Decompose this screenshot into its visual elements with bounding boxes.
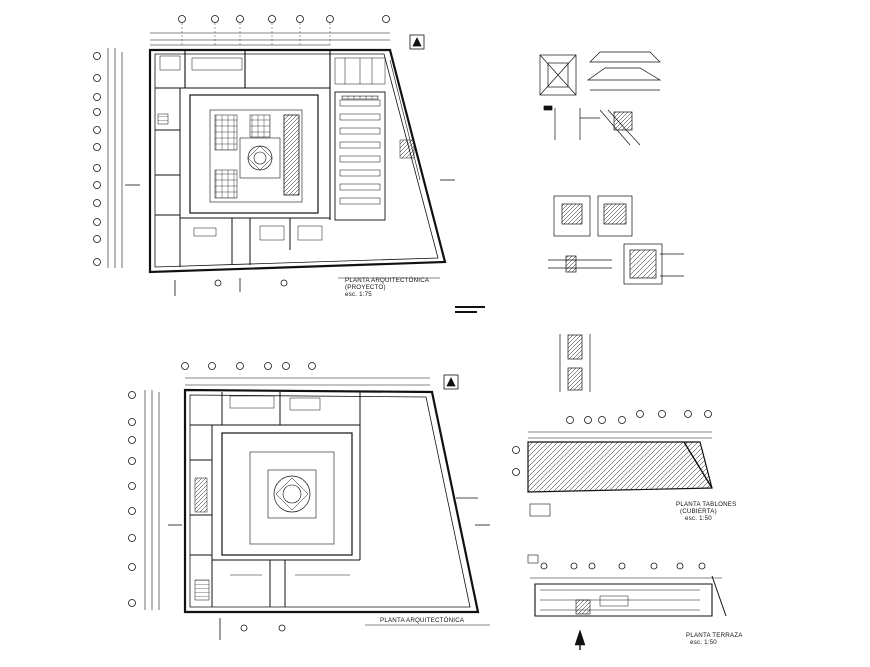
- courtyard-2: [221, 432, 353, 556]
- terrace-plan: [527, 554, 727, 650]
- plan-title-existing: PLANTA ARQUITECTÓNICA: [380, 617, 465, 624]
- floor-plan-existing: [128, 362, 490, 640]
- construction-details-b: [548, 195, 684, 285]
- plank-roof-plan: [512, 410, 713, 517]
- grid-axis-bubbles-top: [178, 15, 390, 45]
- south-rooms: [180, 217, 330, 265]
- exterior-walls-2: [183, 388, 480, 614]
- west-rooms-2: [190, 425, 213, 607]
- top-rooms-2: [190, 392, 361, 560]
- construction-details-a: [539, 51, 662, 146]
- section-markers-2: [168, 497, 490, 640]
- courtyard: [189, 94, 319, 214]
- west-rooms: [155, 88, 181, 267]
- floor-plan-project: [93, 15, 485, 313]
- plan-title-project: PLANTA ARQUITECTÓNICA: [345, 277, 430, 284]
- grid-axis-bubbles-top-2: [181, 362, 430, 386]
- terrace-plan-title: PLANTA TERRAZA: [686, 632, 743, 639]
- plan-subtitle-project: (PROYECTO): [345, 284, 386, 291]
- grid-axis-bubbles-left-2: [128, 390, 160, 610]
- roof-plan-scale: esc. 1:50: [685, 515, 712, 522]
- dining-hall: [334, 59, 421, 221]
- roof-plan-subtitle: (CUBIERTA): [680, 508, 717, 515]
- exterior-walls: [148, 48, 447, 274]
- construction-details-c: [559, 334, 591, 392]
- north-arrow-icon: [409, 34, 425, 50]
- north-arrow-icon-2: [443, 374, 459, 390]
- top-rooms: [155, 50, 386, 220]
- grid-axis-bubbles-left: [93, 48, 123, 268]
- terrace-plan-scale: esc. 1:50: [690, 639, 717, 646]
- south-rooms-2: [212, 559, 360, 607]
- section-markers: [125, 179, 455, 296]
- roof-plan-title: PLANTA TABLONES: [676, 501, 736, 508]
- plan-scale-project: esc. 1:75: [345, 291, 372, 298]
- dimension-lines-top: [150, 32, 390, 46]
